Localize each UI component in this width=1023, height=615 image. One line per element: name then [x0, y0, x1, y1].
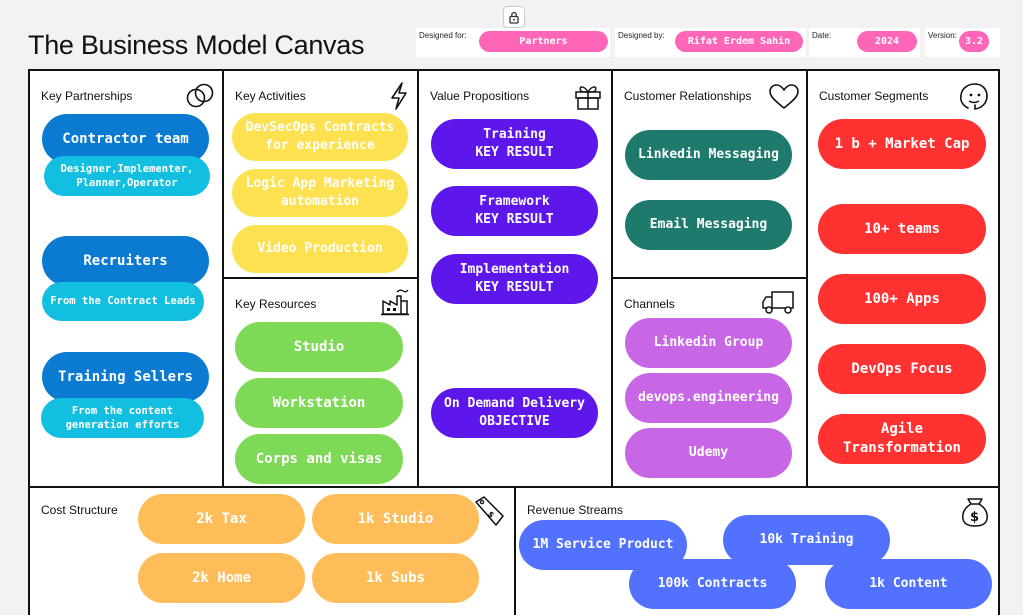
value-training[interactable]: Training KEY RESULT: [431, 119, 598, 169]
segment-apps[interactable]: 100+ Apps: [818, 274, 986, 324]
value-framework[interactable]: Framework KEY RESULT: [431, 186, 598, 236]
partnership-recruiters[interactable]: Recruiters: [42, 236, 209, 286]
value-implementation[interactable]: Implementation KEY RESULT: [431, 254, 598, 304]
section-title: Value Propositions: [430, 89, 530, 103]
cost-subs[interactable]: 1k Subs: [312, 553, 479, 603]
relationship-email-messaging[interactable]: Email Messaging: [625, 200, 792, 250]
section-title: Customer Relationships: [624, 89, 752, 103]
value-on-demand-delivery[interactable]: On Demand Delivery OBJECTIVE: [431, 388, 598, 438]
section-title: Key Resources: [235, 297, 317, 311]
section-title: Revenue Streams: [527, 503, 624, 517]
lightning-icon: [388, 81, 410, 116]
cost-tax[interactable]: 2k Tax: [138, 494, 305, 544]
partnership-contractor-team[interactable]: Contractor team: [42, 114, 209, 164]
partnership-training-sellers-source[interactable]: From the content generation efforts: [41, 398, 204, 438]
section-title: Cost Structure: [41, 503, 118, 517]
date-field: Date: 2024: [809, 28, 920, 57]
section-customer-relationships: Customer Relationships Linkedin Messagin…: [613, 71, 808, 279]
segment-devops-focus[interactable]: DevOps Focus: [818, 344, 986, 394]
section-key-activities: Key Activities DevSecOps Contracts for e…: [224, 71, 419, 279]
channel-udemy[interactable]: Udemy: [625, 428, 792, 478]
section-revenue-streams: Revenue Streams $ 1M Service Product 10k…: [516, 488, 998, 615]
section-key-resources: Key Resources Studio Workstation Corps a…: [224, 279, 419, 488]
revenue-contracts[interactable]: 100k Contracts: [629, 559, 796, 609]
designed-by-value[interactable]: Rifat Erdem Sahin: [675, 31, 803, 52]
designed-by-field: Designed by: Rifat Erdem Sahin: [615, 28, 806, 57]
designed-for-value[interactable]: Partners: [479, 31, 608, 52]
chain-link-icon: [184, 81, 216, 116]
cost-home[interactable]: 2k Home: [138, 553, 305, 603]
resource-corps-and-visas[interactable]: Corps and visas: [235, 434, 403, 484]
date-value[interactable]: 2024: [857, 31, 917, 52]
factory-icon: [380, 287, 410, 322]
segment-agile-transformation[interactable]: Agile Transformation: [818, 414, 986, 464]
designed-for-field: Designed for: Partners: [416, 28, 610, 57]
page-title: The Business Model Canvas: [28, 30, 365, 60]
lock-icon[interactable]: [503, 6, 525, 28]
svg-text:$: $: [970, 510, 979, 525]
section-customer-segments: Customer Segments 1 b + Market Cap 10+ t…: [808, 71, 998, 488]
heart-icon: [768, 83, 800, 116]
revenue-content[interactable]: 1k Content: [825, 559, 992, 609]
money-bag-icon: $: [961, 496, 989, 533]
activity-devsecops[interactable]: DevSecOps Contracts for experience: [232, 113, 408, 161]
resource-studio[interactable]: Studio: [235, 322, 403, 372]
version-field: Version: 3.2: [925, 28, 1000, 57]
resource-workstation[interactable]: Workstation: [235, 378, 403, 428]
partnership-training-sellers[interactable]: Training Sellers: [42, 352, 209, 402]
designed-for-label: Designed for:: [419, 31, 467, 40]
relationship-linkedin-messaging[interactable]: Linkedin Messaging: [625, 130, 792, 180]
section-value-propositions: Value Propositions Training KEY RESULT F…: [419, 71, 613, 488]
section-cost-structure: Cost Structure $ 2k Tax 1k Studio 2k Hom…: [30, 488, 516, 615]
version-label: Version:: [928, 31, 957, 40]
section-title: Channels: [624, 297, 675, 311]
business-model-canvas: Key Partnerships Contractor team Designe…: [28, 69, 1000, 615]
price-tag-icon: $: [472, 494, 506, 533]
revenue-training[interactable]: 10k Training: [723, 515, 890, 565]
section-channels: Channels Linkedin Group devops.engineeri…: [613, 279, 808, 488]
channel-devops-engineering[interactable]: devops.engineering: [625, 373, 792, 423]
date-label: Date:: [812, 31, 832, 40]
gift-icon: [573, 81, 603, 116]
channel-linkedin-group[interactable]: Linkedin Group: [625, 318, 792, 368]
cost-studio[interactable]: 1k Studio: [312, 494, 479, 544]
section-title: Key Activities: [235, 89, 306, 103]
section-title: Customer Segments: [819, 89, 929, 103]
face-icon: [958, 81, 990, 118]
partnership-recruiters-source[interactable]: From the Contract Leads: [42, 282, 204, 321]
segment-market-cap[interactable]: 1 b + Market Cap: [818, 119, 986, 169]
delivery-truck-icon: [761, 287, 799, 322]
segment-teams[interactable]: 10+ teams: [818, 204, 986, 254]
activity-logic-app-marketing[interactable]: Logic App Marketing automation: [232, 169, 408, 217]
svg-text:$: $: [486, 509, 497, 520]
section-key-partnerships: Key Partnerships Contractor team Designe…: [30, 71, 224, 488]
activity-video-production[interactable]: Video Production: [232, 225, 408, 273]
designed-by-label: Designed by:: [618, 31, 665, 40]
partnership-contractor-roles[interactable]: Designer,Implementer, Planner,Operator: [44, 156, 210, 196]
version-value[interactable]: 3.2: [959, 31, 989, 52]
section-title: Key Partnerships: [41, 89, 133, 103]
